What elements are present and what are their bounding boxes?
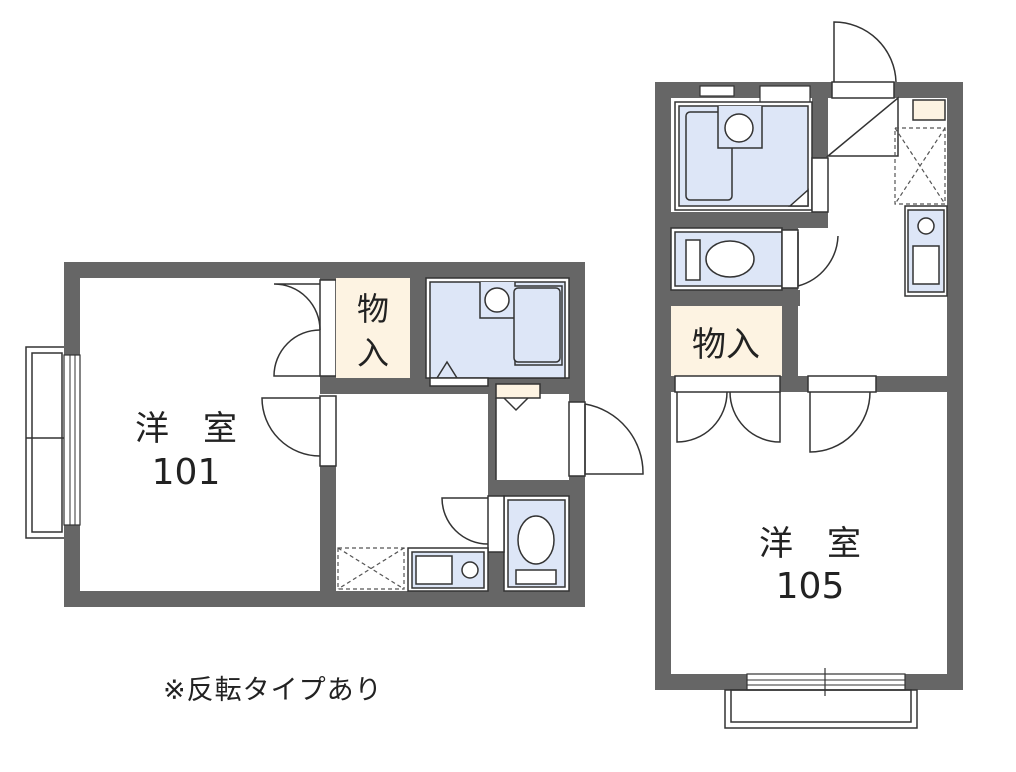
window-105 — [746, 668, 906, 696]
room-label-105: 洋 室 — [759, 524, 861, 564]
kitchen-101 — [407, 547, 489, 592]
washer-space-101 — [337, 547, 405, 590]
balcony-101 — [25, 346, 67, 539]
storage-label-101-1: 物 — [357, 290, 389, 328]
reverse-type-note: ※反転タイプあり — [163, 675, 383, 706]
kitchen-105 — [904, 205, 948, 297]
balcony-105 — [724, 689, 918, 729]
washer-space-105 — [894, 127, 946, 205]
room-door-101 — [261, 395, 337, 467]
entrance-door-101 — [568, 401, 644, 477]
outer-wall-101 — [64, 262, 585, 607]
storage-105: 物入 — [671, 306, 782, 376]
toilet-105 — [670, 227, 783, 291]
entrance-door-105 — [831, 21, 897, 99]
toilet-101 — [503, 495, 570, 592]
toilet-door-101 — [441, 495, 505, 553]
bath-door-105 — [811, 157, 829, 213]
room-number-105: 105 — [776, 566, 845, 607]
shoe-cabinet-101 — [495, 383, 541, 480]
room-door-105 — [807, 375, 877, 453]
storage-101: 物 入 — [336, 278, 410, 378]
shoe-cabinet-105 — [825, 96, 946, 157]
unit-105: 物入 洋 室 105 — [655, 21, 963, 729]
closet-door-101 — [273, 279, 337, 377]
bath-unit-105 — [674, 101, 813, 211]
storage-label-105: 物入 — [692, 325, 760, 365]
vents-105 — [699, 85, 811, 105]
closet-door-105 — [674, 375, 781, 443]
toilet-door-105 — [781, 229, 839, 289]
storage-label-101-2: 入 — [357, 334, 389, 372]
room-label-101: 洋 室 — [135, 409, 237, 449]
window-101 — [63, 354, 81, 526]
bath-unit-101 — [425, 277, 570, 387]
room-number-101: 101 — [152, 452, 221, 493]
unit-101: 物 入 — [25, 262, 644, 607]
